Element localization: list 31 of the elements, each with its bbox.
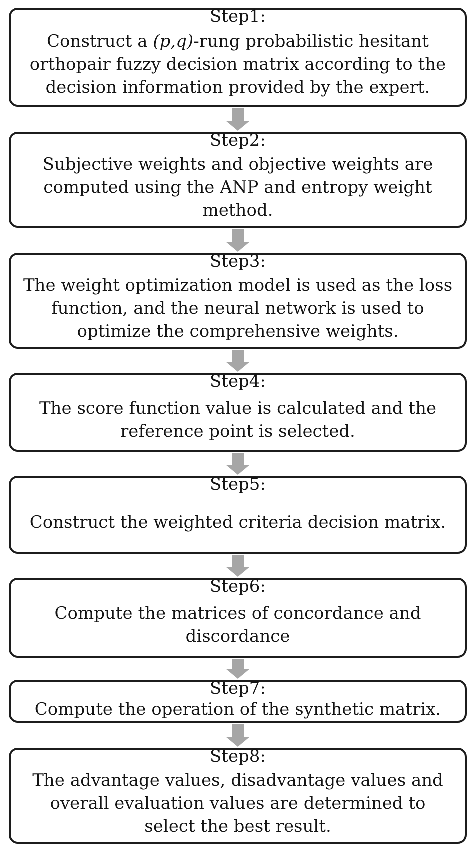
step-label: Step3: bbox=[210, 252, 266, 272]
step-description: Construct the weighted criteria decision matrix. bbox=[30, 512, 446, 534]
step-box bbox=[9, 373, 467, 452]
arrow bbox=[226, 229, 250, 252]
step-box bbox=[9, 253, 467, 349]
step-box bbox=[9, 8, 467, 107]
step-description: Compute the matrices of concordance and discordance bbox=[54, 603, 422, 649]
step-box bbox=[9, 578, 467, 658]
step-description: Subjective weights and objective weights are computed using the ANP and entropy weight method. bbox=[42, 154, 434, 222]
arrow bbox=[226, 659, 250, 679]
step-label: Step6: bbox=[210, 577, 266, 597]
step-description: The advantage values, disadvantage values and overall evaluation values are determined to select the best result. bbox=[32, 770, 444, 838]
arrow bbox=[226, 108, 250, 131]
step-description: Construct a (p,q)-rung probabilistic hesitant orthopair fuzzy decision matrix according to the decision information provided by the expert. bbox=[28, 31, 448, 100]
step-description: The weight optimization model is used as the loss function, and the neural network is used to optimize the comprehensive weights. bbox=[22, 274, 454, 344]
arrow bbox=[226, 724, 250, 747]
step-label: Step2: bbox=[210, 131, 266, 151]
arrow bbox=[226, 453, 250, 475]
arrow bbox=[226, 350, 250, 372]
step-description: The score function value is calculated and the reference point is selected. bbox=[38, 398, 438, 444]
step-box bbox=[9, 748, 467, 844]
arrow bbox=[226, 555, 250, 577]
step-description: Compute the operation of the synthetic matrix. bbox=[34, 699, 442, 722]
step-box bbox=[9, 476, 467, 554]
step-label: Step1: bbox=[210, 7, 266, 27]
step-label: Step4: bbox=[210, 372, 266, 392]
step-label: Step8: bbox=[210, 747, 266, 767]
step-label: Step5: bbox=[210, 475, 266, 495]
step-label: Step7: bbox=[210, 679, 266, 699]
step-box bbox=[9, 680, 467, 723]
step-box bbox=[9, 132, 467, 228]
